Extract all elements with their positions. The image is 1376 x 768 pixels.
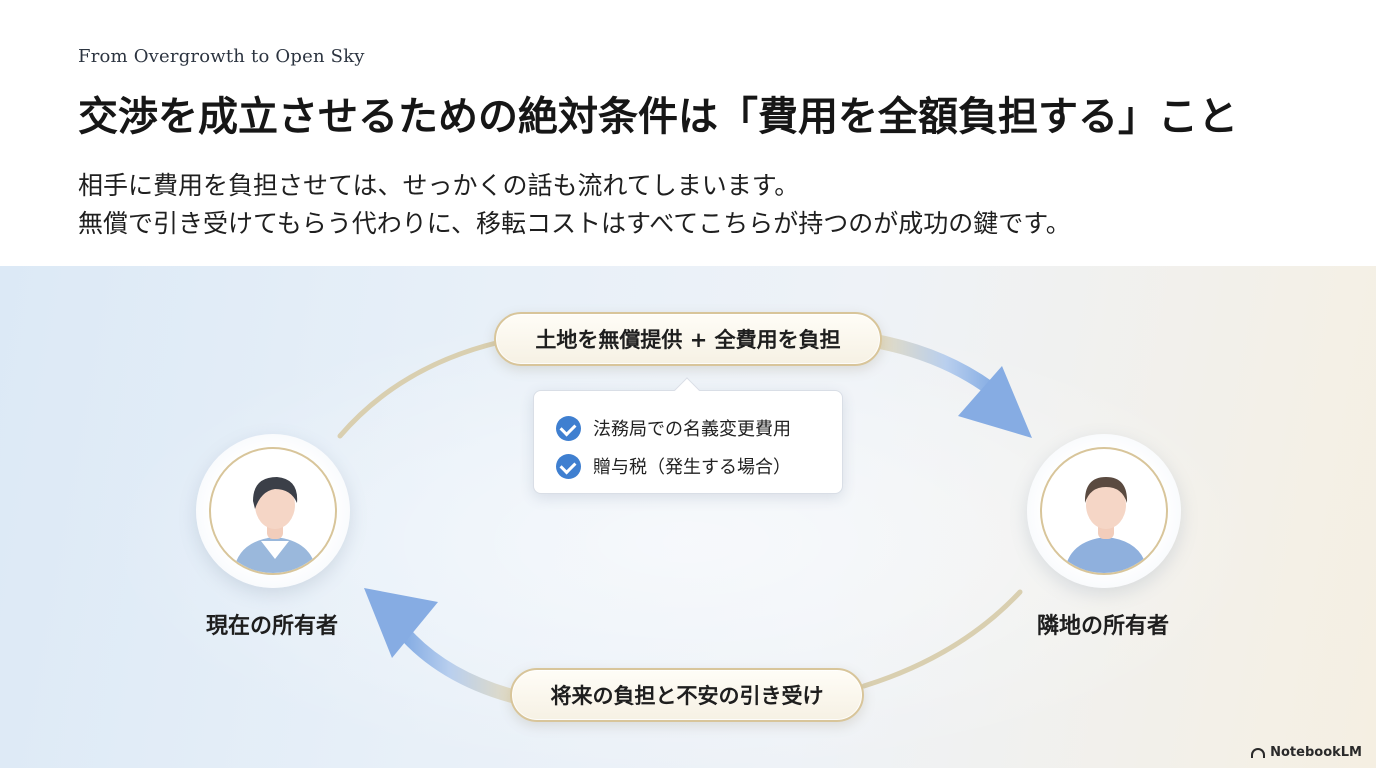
arrow-top-right-arc (873, 335, 1007, 403)
callout-item: 贈与税（発生する場合） (556, 447, 791, 485)
lead-line-1: 相手に費用を負担させては、せっかくの話も流れてしまいます。 (78, 171, 800, 200)
kicker: From Overgrowth to Open Sky (78, 46, 365, 67)
brand-badge: NotebookLM (1251, 745, 1362, 760)
person-icon (233, 477, 317, 573)
exchange-arrows (337, 335, 1032, 703)
arrow-bottom-left-arc (393, 621, 519, 703)
person-icon (1064, 477, 1148, 573)
callout-item: 法務局での名義変更費用 (556, 409, 791, 447)
page-title: 交渉を成立させるための絶対条件は「費用を全額負担する」こと (78, 93, 1238, 140)
arrow-top-head (958, 366, 1032, 438)
check-icon (556, 453, 581, 479)
right-party-label: 隣地の所有者 (1036, 614, 1169, 639)
brand-name: NotebookLM (1270, 745, 1362, 760)
bottom-pill: 将来の負担と不安の引き受け (510, 668, 864, 722)
notebooklm-logo-icon (1251, 747, 1266, 758)
callout-item-label: 法務局での名義変更費用 (593, 419, 791, 440)
top-pill-label: 土地を無償提供 + 全費用を負担 (535, 328, 841, 352)
left-party-avatar (196, 434, 350, 588)
callout-item-label: 贈与税（発生する場合） (593, 457, 791, 478)
arrow-top-left-arc (337, 339, 503, 439)
lead-line-2: 無償で引き受けてもらう代わりに、移転コストはすべてこちらが持つのが成功の鍵です。 (78, 209, 1071, 238)
top-pill: 土地を無償提供 + 全費用を負担 (494, 312, 882, 366)
right-party-avatar (1027, 434, 1181, 588)
arrow-bottom-right-arc (861, 589, 1023, 689)
bottom-pill-label: 将来の負担と不安の引き受け (550, 684, 824, 708)
left-party-label: 現在の所有者 (205, 614, 338, 639)
arrow-bottom-head (364, 588, 438, 658)
exchange-diagram: 土地を無償提供 + 全費用を負担 法務局での名義変更費用 贈与税（発生する場合）… (0, 266, 1376, 768)
check-icon (556, 415, 581, 441)
cost-callout: 法務局での名義変更費用 贈与税（発生する場合） (533, 377, 843, 494)
